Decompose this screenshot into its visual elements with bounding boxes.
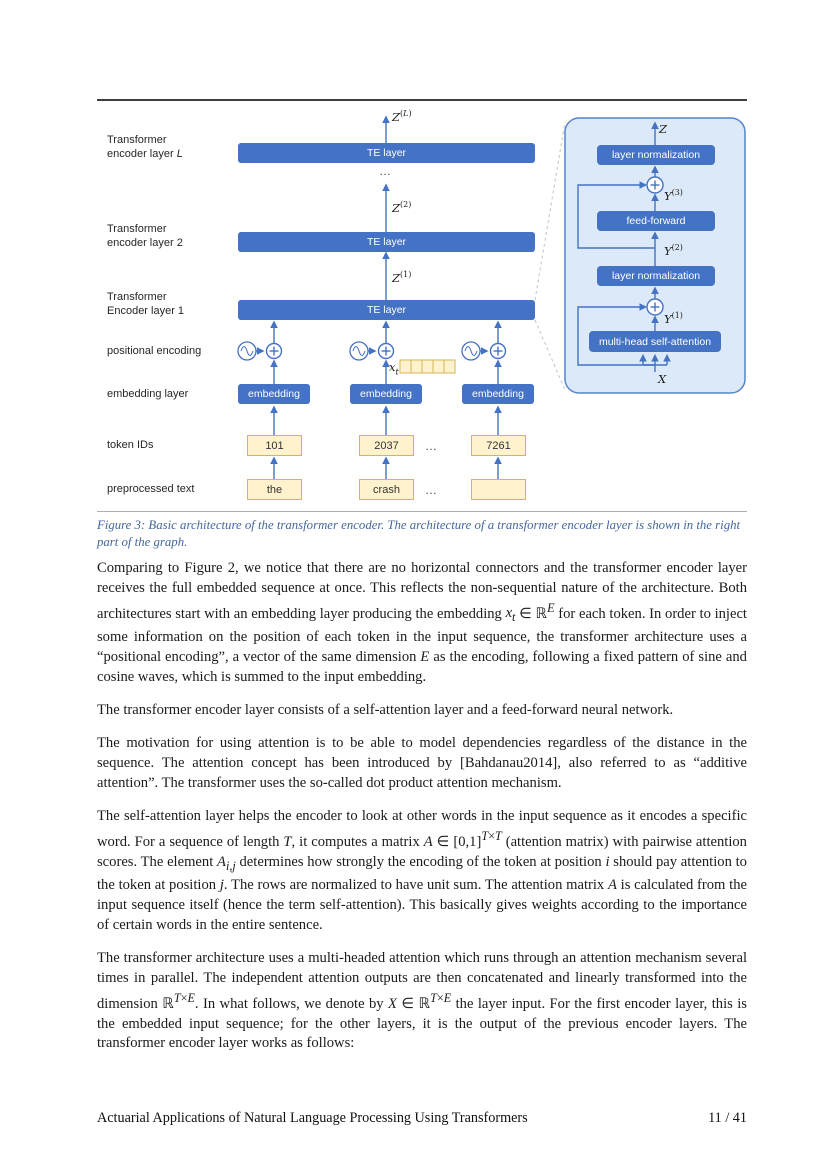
diagram-graphics xyxy=(237,115,746,479)
token-id-box-1: 101 xyxy=(247,435,302,456)
ellipsis-text-tokens: … xyxy=(425,483,437,497)
token-id-box-3: 7261 xyxy=(471,435,526,456)
paragraph-3: The motivation for using attention is to… xyxy=(97,735,747,791)
detail-feed-forward-box: feed-forward xyxy=(597,211,715,231)
page-number: 11 / 41 xyxy=(708,1110,747,1126)
te-layer-bar-1: TE layer xyxy=(238,300,535,320)
z-1-label: Z(1) xyxy=(392,270,412,285)
detail-y2-label: Y(2) xyxy=(664,243,683,258)
detail-multi-head-attention-box: multi-head self-attention xyxy=(589,331,721,352)
body-text: Comparing to Figure 2, we notice that th… xyxy=(97,559,747,1068)
text-token-box-2: crash xyxy=(359,479,414,500)
paragraph-5: The transformer architecture uses a mult… xyxy=(97,950,747,1052)
positional-encoding-icon xyxy=(237,341,481,361)
ellipsis-token-ids: … xyxy=(425,439,437,453)
te-layer-bar-2: TE layer xyxy=(238,232,535,252)
detail-add-circle-icon xyxy=(646,176,664,316)
embedding-box-1: embedding xyxy=(238,384,310,404)
add-circle-icon xyxy=(265,342,507,360)
zoom-connector-lines xyxy=(534,121,566,391)
detail-z-label: Z xyxy=(659,122,667,136)
z-2-label: Z(2) xyxy=(392,200,412,215)
text-token-box-3 xyxy=(471,479,526,500)
embedding-vector-cells xyxy=(399,359,456,374)
row-label-token-ids: token IDs xyxy=(107,439,154,451)
figure-top-rule xyxy=(97,99,747,101)
text-token-box-1: the xyxy=(247,479,302,500)
flow-arrows xyxy=(256,115,502,479)
token-id-box-2: 2037 xyxy=(359,435,414,456)
footer-title: Actuarial Applications of Natural Langua… xyxy=(97,1110,528,1126)
figure-bottom-rule xyxy=(97,511,747,512)
row-label-positional-encoding: positional encoding xyxy=(107,345,202,357)
paragraph-2: The transformer encoder layer consists o… xyxy=(97,702,674,719)
te-layer-bar-L: TE layer xyxy=(238,143,535,163)
embedding-box-3: embedding xyxy=(462,384,534,404)
detail-layer-norm-bottom-box: layer normalization xyxy=(597,266,715,286)
ellipsis-layers: … xyxy=(379,164,391,178)
detail-y1-label: Y(1) xyxy=(664,311,683,326)
embedding-box-2: embedding xyxy=(350,384,422,404)
x-t-label: xt xyxy=(389,360,399,377)
z-L-label: Z(L) xyxy=(392,109,412,124)
detail-x-label: X xyxy=(658,372,667,386)
figure-caption: Figure 3: Basic architecture of the tran… xyxy=(97,518,741,549)
row-label-preprocessed-text: preprocessed text xyxy=(107,483,195,495)
detail-layer-norm-top-box: layer normalization xyxy=(597,145,715,165)
paragraph-1: Comparing to Figure 2, we notice that th… xyxy=(97,560,747,685)
row-label-embedding-layer: embedding layer xyxy=(107,388,189,400)
page-footer: Actuarial Applications of Natural Langua… xyxy=(97,1110,747,1127)
detail-flow-arrows xyxy=(577,121,671,372)
detail-y3-label: Y(3) xyxy=(664,188,683,203)
paragraph-4: The self-attention layer helps the encod… xyxy=(97,808,747,933)
